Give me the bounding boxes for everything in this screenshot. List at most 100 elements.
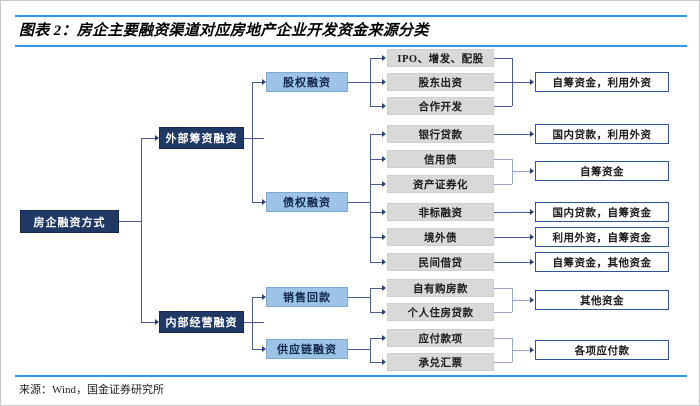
title-rule-bottom (15, 45, 687, 47)
source-note: 来源：Wind，国金证券研究所 (19, 384, 164, 396)
connector-equity-i3 (370, 106, 382, 107)
connector-debt-i3 (370, 184, 382, 185)
outcome-foreign-self-raised[interactable]: 利用外资，自筹资金 (535, 227, 669, 247)
arrow-outcome-2 (530, 131, 534, 137)
connector-sales-spine (370, 288, 371, 312)
arrow-outcome-1 (530, 79, 534, 85)
connector-l2-1-to-debt (252, 202, 262, 203)
connector-outE-stem (494, 237, 530, 238)
outcome-other-funds[interactable]: 其他资金 (535, 290, 669, 310)
node-debt-financing[interactable]: 债权融资 (266, 192, 348, 212)
node-supply-chain-financing[interactable]: 供应链融资 (266, 339, 348, 359)
arrow-item-9 (382, 259, 386, 265)
footer-rule (15, 375, 687, 377)
channel-item-self-owned-purchase[interactable]: 自有购房款 (387, 279, 494, 297)
node-internal-financing[interactable]: 内部经营融资 (159, 311, 244, 333)
connector-outA-stem (512, 82, 530, 83)
channel-item-private-lending[interactable]: 民间借贷 (387, 253, 494, 271)
channel-item-shareholder-capital[interactable]: 股东出资 (387, 73, 494, 91)
connector-debt-i5 (370, 237, 382, 238)
arrow-item-11 (382, 309, 386, 315)
channel-item-bank-loan[interactable]: 银行贷款 (387, 125, 494, 143)
connector-sales-stem (348, 297, 370, 298)
arrow-outcome-6 (530, 259, 534, 265)
node-external-financing[interactable]: 外部筹资融资 (159, 127, 244, 149)
connector-outC-i2 (494, 184, 512, 185)
channel-item-nonstandard-financing[interactable]: 非标融资 (387, 203, 494, 221)
arrow-to-l2-1 (155, 135, 159, 141)
channel-item-accounts-payable[interactable]: 应付款项 (387, 329, 494, 347)
arrow-item-12 (382, 335, 386, 341)
arrow-item-10 (382, 285, 386, 291)
connector-outG-stem (512, 300, 530, 301)
arrow-outcome-4 (530, 209, 534, 215)
channel-item-asset-securitization[interactable]: 资产证券化 (387, 175, 494, 193)
arrow-item-7 (382, 209, 386, 215)
connector-sales-i1 (370, 288, 382, 289)
channel-item-joint-development[interactable]: 合作开发 (387, 97, 494, 115)
connector-root-spine (141, 138, 142, 322)
connector-debt-i1 (370, 134, 382, 135)
connector-l2-2-to-sales (252, 297, 262, 298)
connector-outH-stem (512, 350, 530, 351)
arrow-item-3 (382, 103, 386, 109)
connector-supply-stem (348, 349, 370, 350)
arrow-outcome-3 (530, 168, 534, 174)
node-equity-financing[interactable]: 股权融资 (266, 72, 348, 92)
connector-debt-i2 (370, 159, 382, 160)
connector-debt-i4 (370, 212, 382, 213)
connector-equity-i1 (370, 58, 382, 59)
channel-item-offshore-bond[interactable]: 境外债 (387, 228, 494, 246)
connector-debt-stem (348, 202, 370, 203)
connector-supply-spine (370, 338, 371, 362)
arrow-item-5 (382, 156, 386, 162)
arrow-outcome-5 (530, 234, 534, 240)
node-root[interactable]: 房企融资方式 (20, 210, 119, 233)
node-sales-collection[interactable]: 销售回款 (266, 287, 348, 307)
arrow-to-supply (262, 346, 266, 352)
outcome-domestic-loan-foreign[interactable]: 国内贷款，利用外资 (535, 124, 669, 144)
arrow-outcome-7 (530, 297, 534, 303)
connector-outA-i1 (494, 58, 512, 59)
outcome-self-raised[interactable]: 自筹资金 (535, 161, 669, 181)
connector-debt-spine (370, 134, 371, 262)
connector-outC-i1 (494, 159, 512, 160)
arrow-item-6 (382, 181, 386, 187)
outcome-self-raised-other[interactable]: 自筹资金，其他资金 (535, 252, 669, 272)
channel-item-acceptance-bill[interactable]: 承兑汇票 (387, 353, 494, 371)
channel-item-personal-mortgage[interactable]: 个人住房贷款 (387, 303, 494, 321)
connector-outG-i1 (494, 288, 512, 289)
arrow-item-8 (382, 234, 386, 240)
arrow-item-4 (382, 131, 386, 137)
arrow-item-1 (382, 55, 386, 61)
connector-supply-i2 (370, 362, 382, 363)
page-title: 图表 2：房企主要融资渠道对应房地产企业开发资金来源分类 (19, 23, 429, 39)
connector-root-stem (119, 221, 141, 222)
channel-item-credit-bond[interactable]: 信用债 (387, 150, 494, 168)
connector-l2-2-stem (244, 322, 264, 323)
connector-l2-1-to-equity (252, 82, 262, 83)
arrow-item-13 (382, 359, 386, 365)
connector-l2-2-spine (252, 297, 253, 349)
channel-item-ipo[interactable]: IPO、增发、配股 (387, 49, 494, 67)
connector-debt-i6 (370, 262, 382, 263)
outcome-domestic-loan-self-raised[interactable]: 国内贷款，自筹资金 (535, 202, 669, 222)
arrow-to-equity (262, 79, 266, 85)
connector-supply-i1 (370, 338, 382, 339)
outcome-various-payables[interactable]: 各项应付款 (535, 340, 669, 360)
connector-outA-i2 (494, 82, 512, 83)
connector-outF-stem (494, 262, 530, 263)
connector-l2-2-to-supply (252, 349, 262, 350)
connector-outH-i2 (494, 362, 512, 363)
arrow-item-2 (382, 79, 386, 85)
connector-equity-stem (348, 82, 370, 83)
connector-outB-stem (494, 134, 530, 135)
connector-outD-stem (494, 212, 530, 213)
connector-sales-i2 (370, 312, 382, 313)
connector-equity-i2 (370, 82, 382, 83)
connector-outC-stem (512, 171, 530, 172)
outcome-self-raised-foreign[interactable]: 自筹资金，利用外资 (535, 72, 669, 92)
connector-l2-1-spine (252, 82, 253, 202)
connector-l2-1-stem (244, 138, 264, 139)
